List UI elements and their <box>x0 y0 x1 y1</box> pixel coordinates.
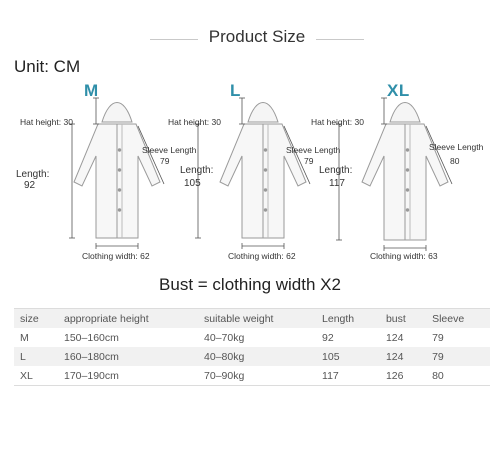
sleeve-label-m: Sleeve Length <box>142 145 197 155</box>
cell-weight: 70–90kg <box>198 366 317 386</box>
size-diagram-l: L Hat height: 30 Sleeve Length 79 Length… <box>168 80 341 268</box>
bust-note: Bust = clothing width X2 <box>159 275 341 294</box>
hat-height-label-l: Hat height: 30 <box>168 117 221 127</box>
cell-height: 170–190cm <box>58 366 199 386</box>
title-row: Product Size <box>0 27 500 51</box>
size-diagram-m: M Hat height: 30 Sleeve Length 79 Length… <box>14 80 196 268</box>
size-letter-l: L <box>230 81 241 100</box>
unit-label: Unit: CM <box>14 57 81 76</box>
length-label-xl: Length: <box>319 165 353 176</box>
cell-bust: 124 <box>385 331 404 344</box>
size-letter-m: M <box>84 81 99 100</box>
hat-height-label-xl: Hat height: 30 <box>311 117 364 127</box>
cell-length: 105 <box>322 350 340 363</box>
cell-sleeve: 80 <box>426 366 490 386</box>
header-sleeve: Sleeve <box>426 308 490 328</box>
sleeve-value-l: 79 <box>304 156 314 166</box>
length-value-m: 92 <box>24 180 36 191</box>
header-length: Length <box>316 308 380 328</box>
table-header-row: size appropriate height suitable weight … <box>14 308 490 328</box>
cell-sleeve: 79 <box>432 331 444 344</box>
cell-length: 92 <box>322 331 334 344</box>
hat-height-label-m: Hat height: 30 <box>20 117 73 127</box>
raincoat-figure-m <box>69 97 165 249</box>
cell-weight: 40–80kg <box>204 350 245 363</box>
length-value-xl: 117 <box>329 178 345 189</box>
sleeve-value-xl: 80 <box>450 156 460 166</box>
cell-length: 117 <box>316 366 380 386</box>
header-weight: suitable weight <box>198 308 317 328</box>
size-letter-xl: XL <box>387 81 410 100</box>
cell-bust: 126 <box>379 366 427 386</box>
sleeve-label-xl: Sleeve Length <box>429 142 484 152</box>
cell-size: L <box>20 350 26 363</box>
cell-sleeve: 79 <box>432 350 444 363</box>
clothing-width-label-m: Clothing width: 62 <box>82 251 150 261</box>
length-value-l: 105 <box>184 178 201 189</box>
raincoat-figure-l <box>195 97 311 249</box>
raincoat-figure-xl <box>336 97 453 251</box>
title-divider-left <box>150 39 198 40</box>
clothing-width-label-xl: Clothing width: 63 <box>370 251 438 261</box>
header-size: size <box>14 308 58 328</box>
table-row: M 150–160cm 40–70kg 92 124 79 <box>14 328 490 347</box>
cell-weight: 40–70kg <box>204 331 245 344</box>
clothing-width-label-l: Clothing width: 62 <box>228 251 296 261</box>
sleeve-value-m: 79 <box>160 156 170 166</box>
cell-size: M <box>20 331 29 344</box>
cell-height: 160–180cm <box>64 350 119 363</box>
table-row: L 160–180cm 40–80kg 105 124 79 <box>14 347 490 366</box>
sleeve-label-l: Sleeve Length <box>286 145 341 155</box>
length-label-m: Length: <box>16 169 50 180</box>
size-diagram-xl: XL Hat height: 30 Sleeve Length 80 Lengt… <box>311 80 484 268</box>
table-row: XL 170–190cm 70–90kg 117 126 80 <box>14 366 490 386</box>
cell-height: 150–160cm <box>64 331 119 344</box>
length-label-l: Length: <box>180 165 214 176</box>
page-title: Product Size <box>208 27 306 46</box>
size-chart-table: size appropriate height suitable weight … <box>14 308 490 386</box>
header-bust: bust <box>379 308 427 328</box>
cell-size: XL <box>14 366 58 386</box>
header-height: appropriate height <box>58 308 199 328</box>
title-divider-right <box>316 39 364 40</box>
cell-bust: 124 <box>385 350 404 363</box>
